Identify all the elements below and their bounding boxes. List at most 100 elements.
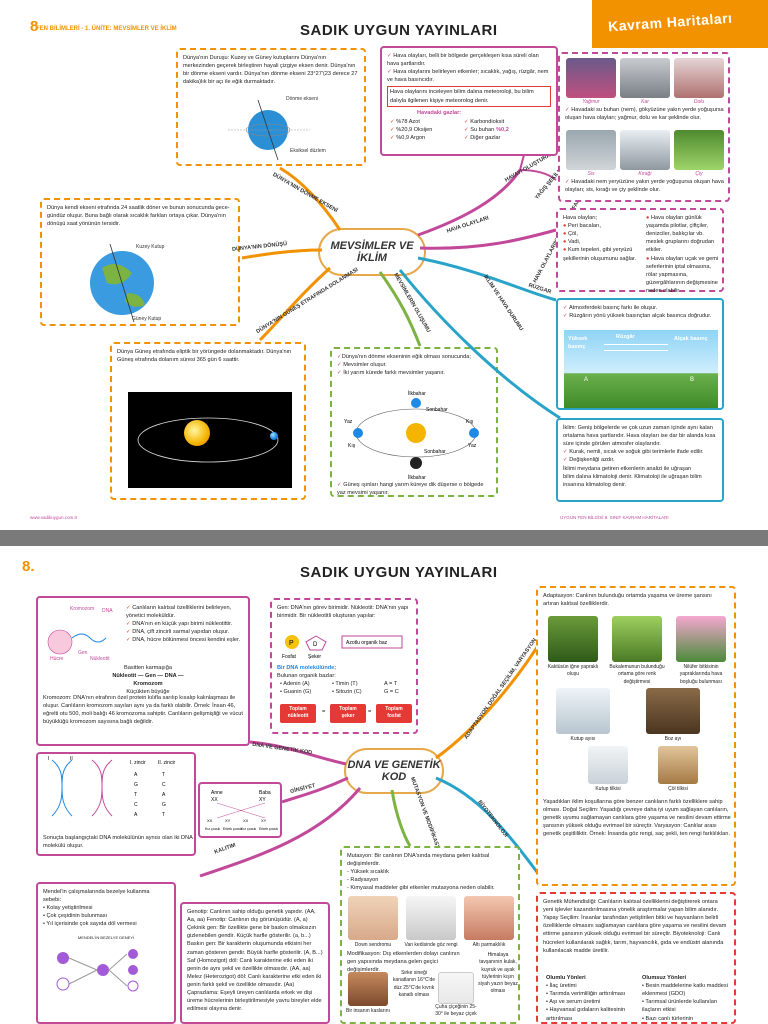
svg-text:II: II [70, 756, 73, 762]
center-topic: MEVSİMLER VE İKLİM [318, 228, 426, 276]
svg-text:Sonbahar: Sonbahar [424, 449, 446, 455]
svg-text:İlkbahar: İlkbahar [408, 474, 426, 481]
svg-text:Hücre: Hücre [50, 656, 64, 662]
nucleotide-diagram: P D Azotlu organik baz Fosfat Şeker [282, 635, 403, 660]
van-cat-photo [406, 896, 456, 940]
branch-label: DNA VE GENETİK KOD [251, 741, 313, 757]
svg-text:Kuzey Kutup: Kuzey Kutup [136, 244, 165, 250]
dna-text: Kromozom: DNA'nın etrafının özel protein… [43, 695, 243, 726]
publisher-title: SADIK UYGUN YAYINLARI [300, 22, 498, 39]
biotech-box: Genetik Mühendisliği: Canlıların kalıtsa… [536, 892, 736, 1024]
axis-text: Dünya'nın Duruşu: Kuzey ve Güney kutupla… [183, 55, 358, 86]
rain-photo [566, 58, 616, 98]
svg-text:I. zincir: I. zincir [130, 760, 146, 766]
svg-text:DNA: DNA [102, 608, 113, 614]
polydactyly-photo [464, 896, 514, 940]
svg-text:Eksiksel düzlem: Eksiksel düzlem [290, 148, 326, 154]
svg-text:Yaz: Yaz [468, 443, 477, 449]
svg-text:C: C [162, 782, 166, 788]
cactus-photo [548, 616, 598, 662]
sex-determination-box: Anne Baba XX XY XX XY XX XY Kız çocuk Er… [198, 782, 282, 838]
svg-text:İlkbahar: İlkbahar [408, 390, 426, 397]
brown-bear-photo [646, 688, 700, 734]
weather-box: ✓ Hava olayları, belli bir bölgede gerçe… [380, 46, 558, 156]
dna-box: Kromozom DNA Hücre Gen Nükleotit ✓ Canlı… [36, 596, 250, 746]
svg-text:P: P [289, 640, 294, 647]
wind-box: ✓ Atmosferdeki basınç farkı ile oluşur. … [556, 298, 724, 410]
down-syndrome-photo [348, 896, 398, 940]
publisher-title: SADIK UYGUN YAYINLARI [300, 564, 498, 581]
svg-text:II. zincir: II. zincir [158, 760, 176, 766]
pea-experiment-diagram [56, 949, 139, 992]
orbit-text: Dünya Güneş etrafında eliptik bir yörüng… [117, 349, 292, 364]
primrose-photo [438, 972, 474, 1004]
sun-icon [184, 420, 210, 446]
climate-box: İklim: Geniş bölgelerde ve çok uzun zama… [556, 418, 724, 502]
footer-series: UYGUN FEN BİLGİSİ 8. SINIF KAVRAM HARİTA… [560, 515, 669, 520]
fog-photo [566, 130, 616, 170]
branch-label: HAVA OLAYLARI [446, 215, 490, 235]
factors-right: ● Hava olayları günlük yaşamda pilotlar,… [646, 215, 719, 294]
polar-bear-photo [556, 688, 610, 734]
center-topic: DNA VE GENETİK KOD [344, 748, 444, 794]
svg-text:Kış: Kış [466, 419, 474, 425]
genetics-terms-box: Genotip: Canlının sahip olduğu genetik y… [180, 902, 330, 1024]
axis-box: Dünya'nın Duruşu: Kuzey ve Güney kutupla… [176, 48, 366, 166]
svg-text:Dönme ekseni: Dönme ekseni [286, 96, 318, 102]
footer-url: www.sadikuygun.com.tr [30, 515, 78, 520]
hail-photo [674, 58, 724, 98]
svg-text:A: A [162, 792, 166, 798]
svg-text:A: A [134, 812, 138, 818]
branch-label: BİYOTEKNOLOJİ [476, 799, 509, 839]
dew-photo [674, 130, 724, 170]
orbit-illustration [128, 392, 292, 488]
gene-text: Gen: DNA'nın görev birimidir. Nükleotit:… [277, 605, 409, 620]
svg-text:Kromozom: Kromozom [70, 606, 94, 612]
climate-text: İklim: Geniş bölgelerde ve çok uzun zama… [563, 425, 716, 448]
svg-text:XY: XY [261, 818, 267, 823]
snow-photo [620, 58, 670, 98]
rotation-text: Dünya kendi ekseni etrafında 24 saatlik … [47, 205, 230, 228]
gases-title: Havadaki gazlar: [417, 109, 462, 116]
svg-text:Yaz: Yaz [344, 419, 353, 425]
svg-text:Kız çocuk: Kız çocuk [241, 827, 256, 831]
page-number: 8 [30, 18, 39, 35]
svg-text:Fosfat: Fosfat [282, 654, 297, 660]
branch-label: DÜNYA'NIN GÜNEŞ ETRAFINDA DOLANMASI [255, 266, 360, 336]
fennec-fox-photo [658, 746, 698, 784]
chameleon-photo [612, 616, 662, 662]
gene-box: Gen: DNA'nın görev birimidir. Nükleotit:… [270, 598, 418, 734]
svg-text:I: I [48, 756, 49, 762]
muscle-photo [348, 972, 388, 1006]
arctic-fox-photo [588, 746, 628, 784]
branch-label: İKLİM VE HAVA DURUMU [482, 274, 524, 332]
branch-label: GİNSİYET [289, 782, 317, 796]
svg-text:Erkek çocuk: Erkek çocuk [259, 827, 278, 831]
weather-note: Hava olaylarını inceleyen bilim dalına m… [387, 86, 551, 107]
seasons-box: ✓Dünya'nın dönme ekseninin eğik olması s… [330, 347, 498, 497]
seasons-diagram: İlkbahar Yaz Sonbahar Kış Kış Sonbahar Y… [344, 390, 479, 481]
page-dna: 8. SADIK UYGUN YAYINLARI Kromozom DNA Hü… [0, 546, 768, 1024]
water-lily-photo [676, 616, 726, 662]
svg-text:XY: XY [225, 818, 231, 823]
dna-scale: Basitten karmaşığa Nükleotit — Gen — DNA… [112, 665, 184, 696]
svg-text:XX: XX [207, 818, 213, 823]
series-banner: Kavram Haritaları [592, 0, 768, 48]
svg-text:T: T [162, 812, 165, 818]
sex-chart: Anne Baba XX XY XX XY XX XY Kız çocuk Er… [205, 790, 278, 831]
svg-text:T: T [162, 772, 165, 778]
gases-left: ✓ %78 Azot ✓ %20,9 Oksijen ✓ %0,9 Argon [390, 119, 433, 142]
replication-text: Sonuçta başlangıçtaki DNA molekülünün ay… [43, 835, 193, 850]
biotech-positive: Olumlu Yönleri • İlaç üretimi • Tarımda … [546, 975, 626, 1022]
climate-note: İklimi meydana getiren etkenlerin analiz… [563, 465, 702, 488]
orbit-box: Dünya Güneş etrafında eliptik bir yörüng… [110, 342, 306, 500]
rotation-box: Dünya kendi ekseni etrafında 24 saatlik … [40, 198, 240, 326]
page-number: 8. [22, 558, 35, 575]
svg-text:G: G [162, 802, 166, 808]
genetics-terms-text: Genotip: Canlının sahip olduğu genetik y… [187, 909, 323, 1013]
branch-label: MEVSİMLERİN OLUŞUMU [392, 272, 432, 334]
svg-text:Sonbahar: Sonbahar [426, 407, 448, 413]
svg-text:XX: XX [243, 818, 249, 823]
frost-photo [620, 130, 670, 170]
